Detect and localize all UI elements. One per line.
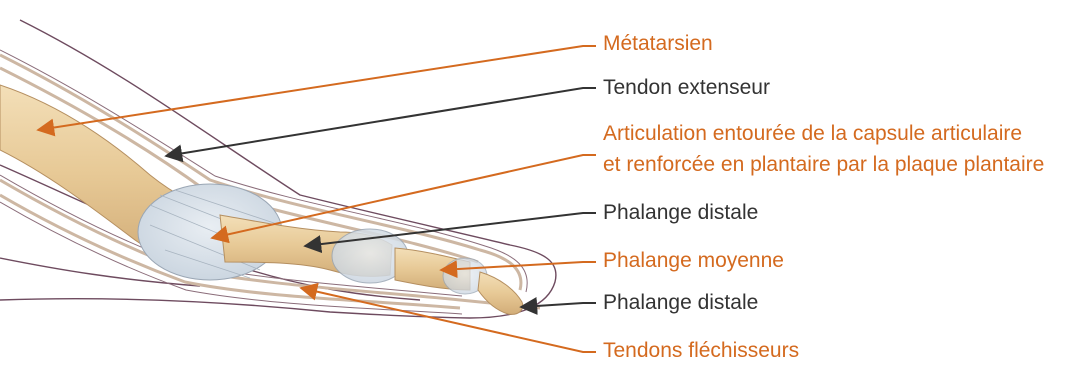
label-distal-phalanx-lower: Phalange distale — [603, 290, 758, 316]
label-joint-line1: Articulation entourée de la capsule arti… — [603, 121, 1022, 147]
leader-distal-phalanx-lower — [521, 303, 596, 307]
label-extensor-tendon: Tendon extenseur — [603, 75, 770, 101]
distal-phalanx-bone — [478, 272, 523, 314]
leader-extensor-tendon — [166, 88, 596, 156]
label-middle-phalanx: Phalange moyenne — [603, 248, 784, 274]
label-joint-line2: et renforcée en plantaire par la plaque … — [603, 152, 1044, 178]
leader-metatarsal — [38, 46, 596, 130]
label-flexor-tendons: Tendons fléchisseurs — [603, 338, 799, 364]
label-distal-phalanx-upper: Phalange distale — [603, 200, 758, 226]
middle-phalanx-bone — [395, 248, 487, 294]
label-metatarsal: Métatarsien — [603, 31, 713, 57]
